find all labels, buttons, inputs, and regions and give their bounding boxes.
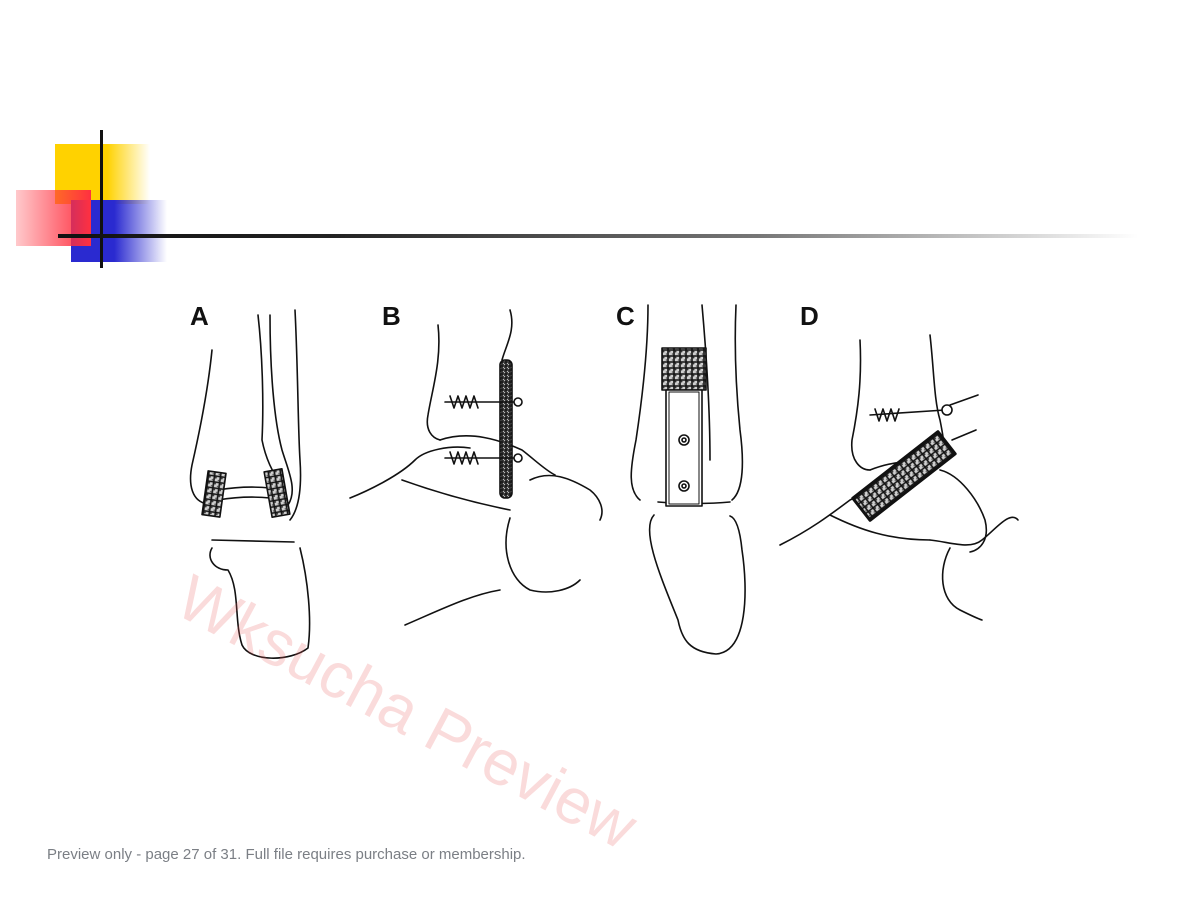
panel-label: B [382, 301, 401, 331]
panel-label: C [616, 301, 635, 331]
preview-footer: Preview only - page 27 of 31. Full file … [47, 846, 526, 863]
decoration-horizontal-rule [58, 234, 1138, 238]
panel-d: D [779, 301, 1019, 621]
decoration-vertical-line [100, 130, 103, 268]
ankle-plate-screw-icon [349, 309, 603, 626]
panel-c: C [616, 301, 746, 655]
panel-label: D [800, 301, 819, 331]
panel-label: A [190, 301, 209, 331]
panel-b: B [349, 301, 603, 626]
panel-a: A [189, 301, 311, 659]
ankle-bone-graft-icon [189, 309, 311, 659]
ankle-anterior-plate-icon [630, 304, 746, 655]
ankle-arthrodesis-figure: A B [170, 290, 1050, 680]
ankle-oblique-graft-icon [779, 334, 1019, 621]
